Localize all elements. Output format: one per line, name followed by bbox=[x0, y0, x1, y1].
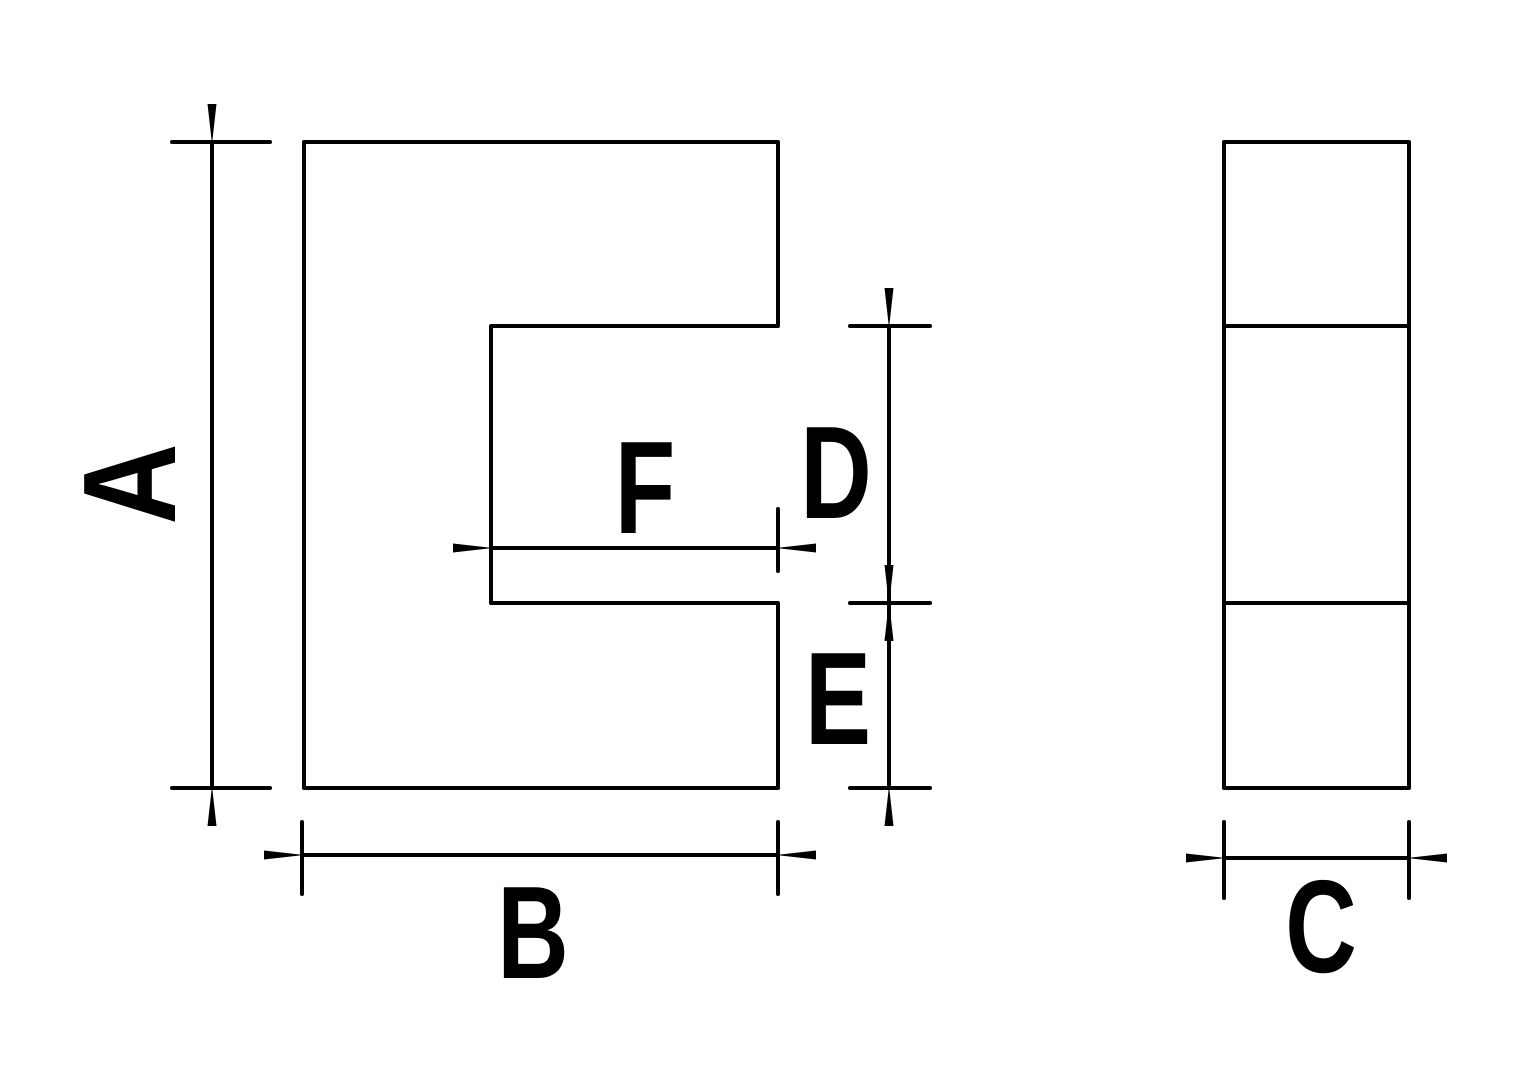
label-c: C bbox=[1285, 852, 1356, 1000]
dimension-d-e: D E bbox=[800, 288, 932, 826]
label-a: A bbox=[55, 443, 203, 524]
e-core-side-view bbox=[1222, 140, 1411, 790]
label-f: F bbox=[615, 413, 675, 561]
label-e: E bbox=[805, 624, 871, 772]
label-d: D bbox=[800, 398, 871, 546]
dimension-f: F bbox=[453, 413, 816, 573]
dimension-c: C bbox=[1186, 820, 1447, 1000]
dimension-a: A bbox=[55, 104, 272, 826]
label-b: B bbox=[497, 858, 568, 1006]
e-core-front-view bbox=[302, 140, 780, 790]
dimension-b: B bbox=[264, 820, 816, 1006]
